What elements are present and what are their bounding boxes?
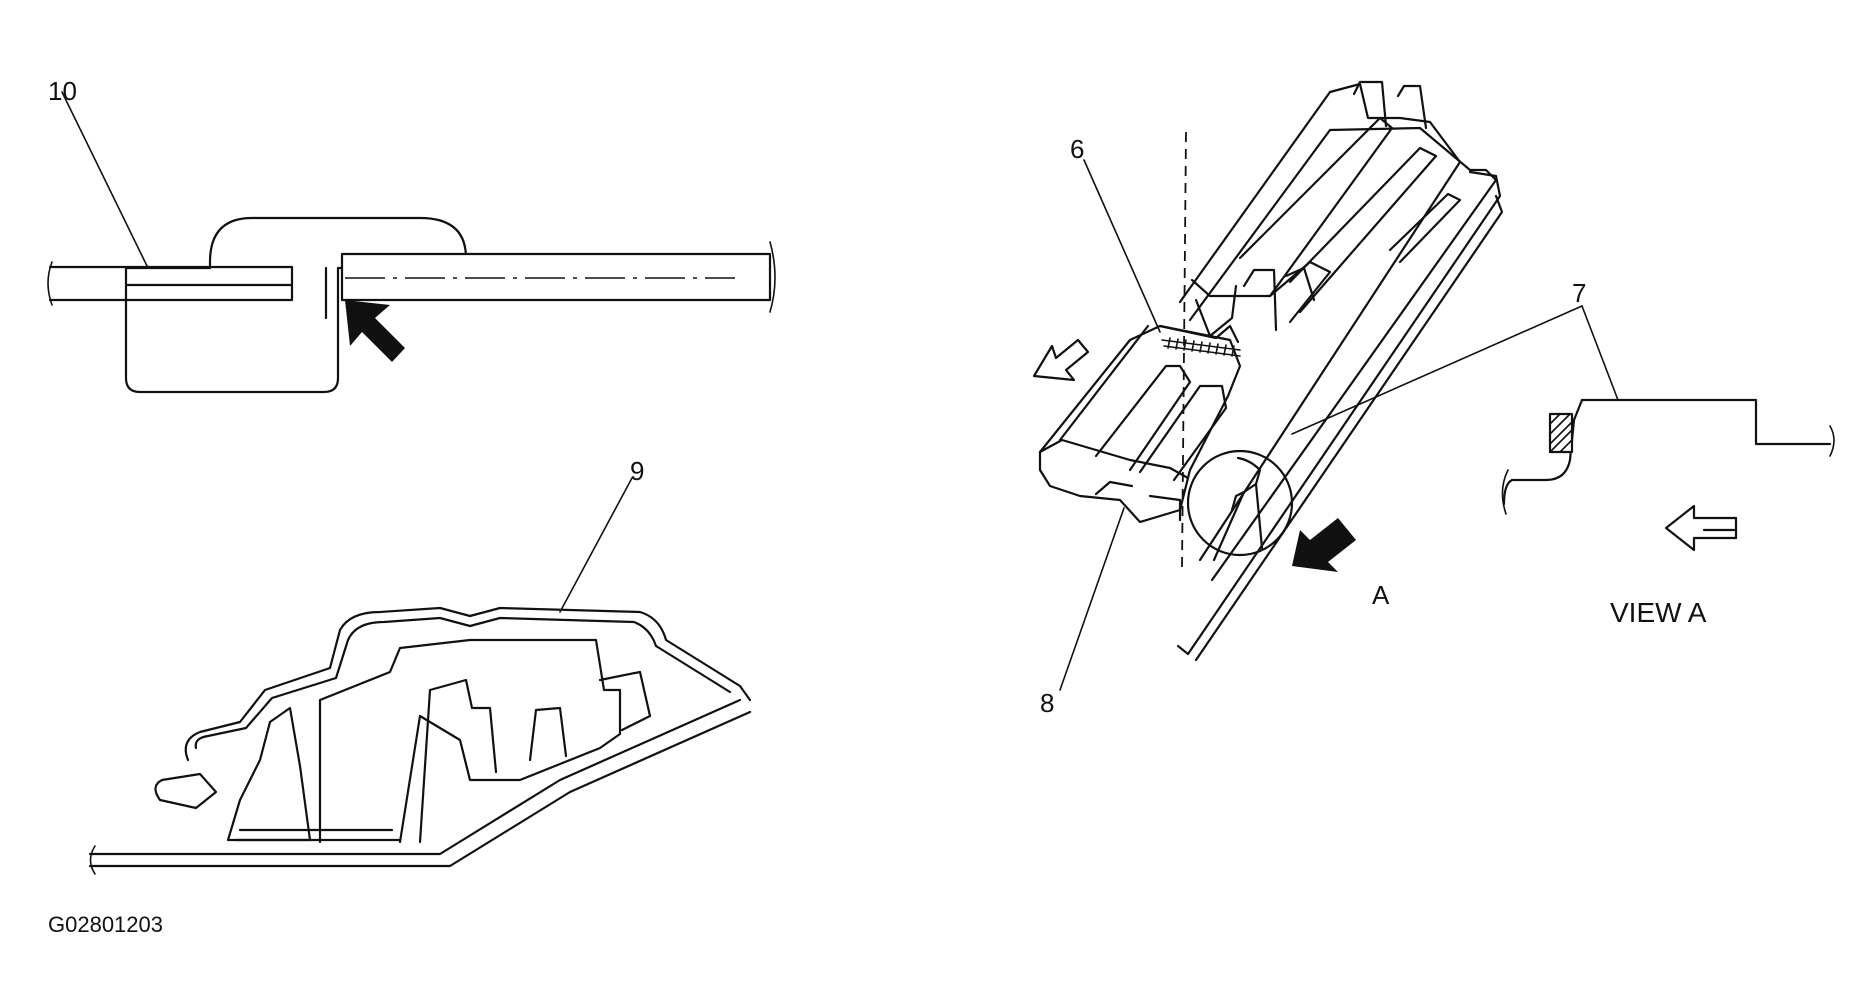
callout-arrow-a: A <box>1372 580 1390 610</box>
view-direction-arrow <box>1664 504 1738 552</box>
callout-10: 10 <box>48 76 77 106</box>
callout-6: 6 <box>1070 134 1084 164</box>
figure-id: G02801203 <box>48 912 163 937</box>
comb-teeth <box>1161 337 1241 357</box>
callout-9: 9 <box>630 456 644 486</box>
rod-clip-detail: 10 <box>47 76 776 394</box>
view-a-label: VIEW A <box>1610 597 1707 628</box>
connector-assembly: 6 8 7 A <box>1032 80 1619 718</box>
cross-section-detail: 9 <box>88 456 752 875</box>
view-a-detail: VIEW A <box>1501 398 1835 628</box>
callout-7-main: 7 <box>1572 278 1586 308</box>
callout-8: 8 <box>1040 688 1054 718</box>
